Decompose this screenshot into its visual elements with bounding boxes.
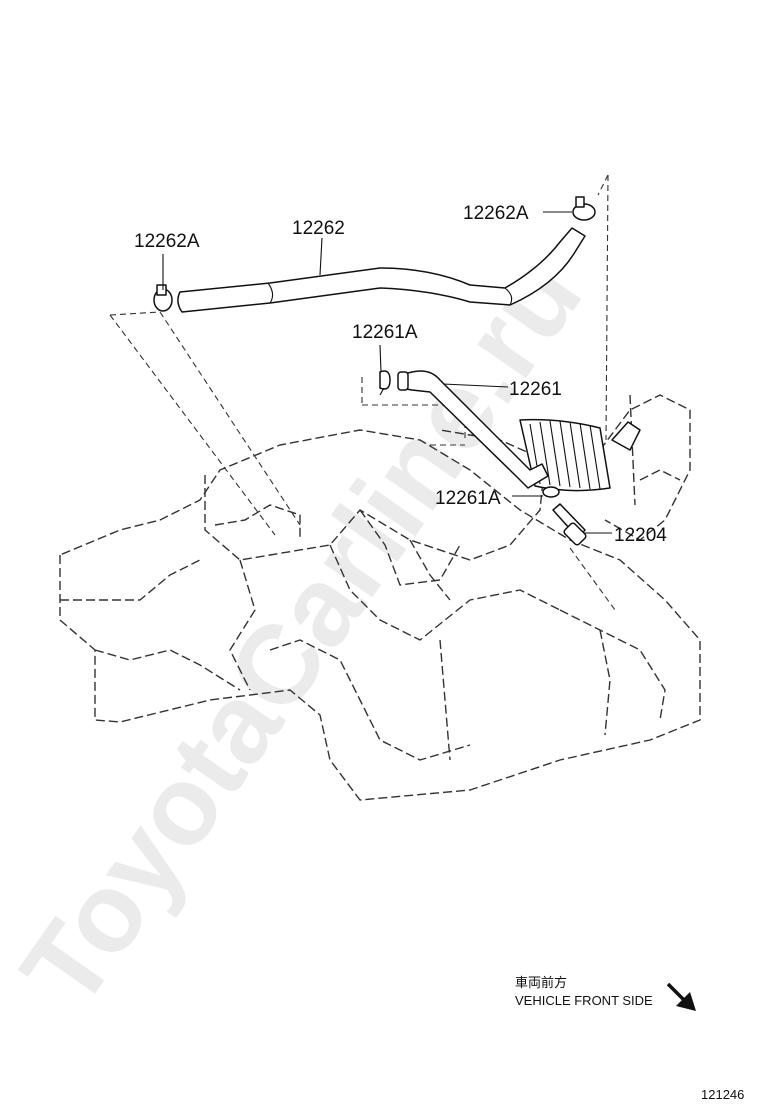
- engine-block-outline: [59, 394, 701, 801]
- callout-hose-12262: 12262: [292, 218, 345, 239]
- ventilation-hose-12262: [177, 227, 586, 313]
- diagram-number: 121246: [701, 1087, 744, 1102]
- hose-clip-12261A-top: [379, 370, 391, 396]
- leader-lines: [162, 211, 612, 534]
- ventilation-hose-12261: [397, 370, 549, 489]
- callout-clip-12261A-top: 12261A: [352, 322, 418, 343]
- callout-clip-12262A-left: 12262A: [134, 231, 200, 252]
- orientation-note-english: VEHICLE FRONT SIDE: [515, 993, 653, 1008]
- arrow-down-right-icon: [666, 982, 696, 1011]
- callout-clip-12261A-bottom: 12261A: [435, 488, 501, 509]
- callout-pcv-valve-12204: 12204: [614, 525, 667, 546]
- pcv-valve-12204: [552, 503, 587, 546]
- reference-lines: [109, 174, 616, 611]
- orientation-note-japanese: 車両前方: [515, 975, 567, 991]
- hose-clip-12261A-bottom: [542, 486, 560, 498]
- callout-hose-12261: 12261: [509, 379, 562, 400]
- hose-clip-12262A-left: [153, 284, 173, 312]
- callout-clip-12262A-right: 12262A: [463, 203, 529, 224]
- hose-clip-12262A-right: [572, 196, 596, 221]
- watermark: ToyotaCarline.ru: [0, 235, 605, 1029]
